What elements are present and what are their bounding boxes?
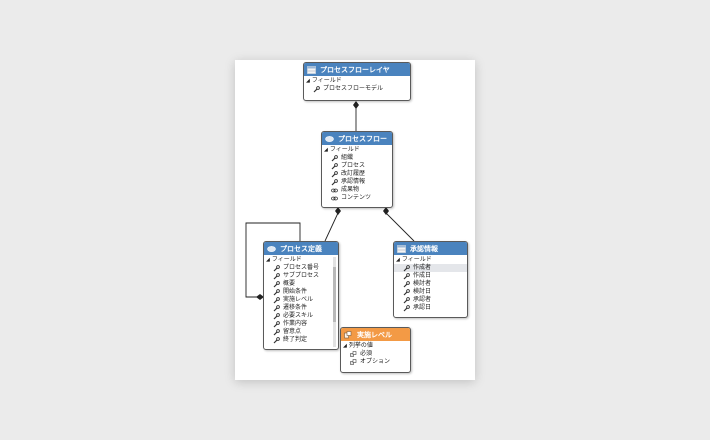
wrench-icon (273, 312, 280, 319)
class-box-process-definition[interactable]: プロセス定義 ◢フィールド プロセス番号 サブプロセス 概要 開始条件 実施レベ… (263, 241, 339, 350)
wrench-icon (273, 336, 280, 343)
section-header[interactable]: ◢フィールド (324, 146, 360, 153)
field-item[interactable]: 開始条件 (264, 288, 338, 296)
field-item[interactable]: 作成日 (394, 272, 467, 280)
wrench-icon (331, 170, 338, 177)
wrench-icon (273, 296, 280, 303)
section-header[interactable]: ◢フィールド (306, 77, 342, 84)
field-item[interactable]: サブプロセス (264, 272, 338, 280)
wrench-icon (403, 272, 410, 279)
box-header[interactable]: プロセス定義 (264, 242, 338, 255)
field-item[interactable]: 承認日 (394, 304, 467, 312)
field-item[interactable]: 組織 (322, 154, 392, 162)
field-item[interactable]: 概要 (264, 280, 338, 288)
scrollbar[interactable] (333, 257, 336, 347)
box-title: プロセスフローレイヤ (320, 65, 390, 74)
box-header[interactable]: 承認情報 (394, 242, 467, 255)
field-item[interactable]: 留意点 (264, 328, 338, 336)
scrollbar-thumb[interactable] (333, 267, 336, 322)
enum-value-icon (350, 358, 357, 365)
field-item[interactable]: 承認者 (394, 296, 467, 304)
class-box-process-flow-layer[interactable]: プロセスフローレイヤ ◢フィールド プロセスフローモデル (303, 62, 411, 101)
enum-icon (344, 330, 352, 338)
wrench-icon (273, 272, 280, 279)
section-header[interactable]: ◢列挙の値 (343, 342, 373, 349)
field-item[interactable]: プロセスフローモデル (304, 85, 410, 93)
wrench-icon (403, 264, 410, 271)
enum-box-implementation-level[interactable]: 実施レベル ◢列挙の値 必須 オプション (340, 327, 411, 373)
wrench-icon (403, 288, 410, 295)
wrench-icon (273, 280, 280, 287)
collapse-triangle-icon[interactable]: ◢ (306, 78, 310, 84)
box-header[interactable]: プロセスフローレイヤ (304, 63, 410, 76)
box-title: プロセス定義 (280, 244, 322, 253)
field-item[interactable]: 検討者 (394, 280, 467, 288)
field-item[interactable]: プロセス番号 (264, 264, 338, 272)
link-icon (331, 188, 338, 192)
wrench-icon (403, 304, 410, 311)
link-icon (331, 196, 338, 200)
field-item[interactable]: 作業内容 (264, 320, 338, 328)
collapse-triangle-icon[interactable]: ◢ (266, 257, 270, 263)
wrench-icon (403, 296, 410, 303)
wrench-icon (313, 85, 320, 92)
box-header[interactable]: 実施レベル (341, 328, 410, 341)
wrench-icon (331, 154, 338, 161)
field-item[interactable]: 成果物 (322, 186, 392, 194)
field-item[interactable]: 必要スキル (264, 312, 338, 320)
box-title: 実施レベル (357, 330, 392, 339)
collapse-triangle-icon[interactable]: ◢ (343, 343, 347, 349)
section-header[interactable]: ◢フィールド (266, 256, 302, 263)
field-item[interactable]: 改訂履歴 (322, 170, 392, 178)
wrench-icon (273, 320, 280, 327)
field-item[interactable]: 遷移条件 (264, 304, 338, 312)
field-item[interactable]: 終了判定 (264, 336, 338, 344)
enum-value[interactable]: 必須 (341, 350, 410, 358)
field-item[interactable]: コンテンツ (322, 194, 392, 202)
wrench-icon (331, 178, 338, 185)
field-item-selected[interactable]: 作成者 (394, 264, 467, 272)
wrench-icon (273, 304, 280, 311)
wrench-icon (273, 328, 280, 335)
table-icon (397, 244, 406, 253)
class-box-approval-info[interactable]: 承認情報 ◢フィールド 作成者 作成日 検討者 検討日 承認者 承認日 (393, 241, 468, 318)
field-item[interactable]: 実施レベル (264, 296, 338, 304)
enum-value-icon (350, 350, 357, 357)
field-item[interactable]: プロセス (322, 162, 392, 170)
entity-icon (325, 135, 334, 142)
table-icon (307, 65, 316, 74)
field-item[interactable]: 承認情報 (322, 178, 392, 186)
class-box-process-flow[interactable]: プロセスフロー ◢フィールド 組織 プロセス 改訂履歴 承認情報 成果物 コンテ… (321, 131, 393, 208)
wrench-icon (331, 162, 338, 169)
box-header[interactable]: プロセスフロー (322, 132, 392, 145)
wrench-icon (403, 280, 410, 287)
collapse-triangle-icon[interactable]: ◢ (324, 147, 328, 153)
section-header[interactable]: ◢フィールド (396, 256, 432, 263)
box-title: プロセスフロー (338, 134, 387, 143)
field-item[interactable]: 検討日 (394, 288, 467, 296)
collapse-triangle-icon[interactable]: ◢ (396, 257, 400, 263)
box-title: 承認情報 (410, 244, 438, 253)
entity-icon (267, 245, 276, 252)
enum-value[interactable]: オプション (341, 358, 410, 366)
wrench-icon (273, 264, 280, 271)
wrench-icon (273, 288, 280, 295)
